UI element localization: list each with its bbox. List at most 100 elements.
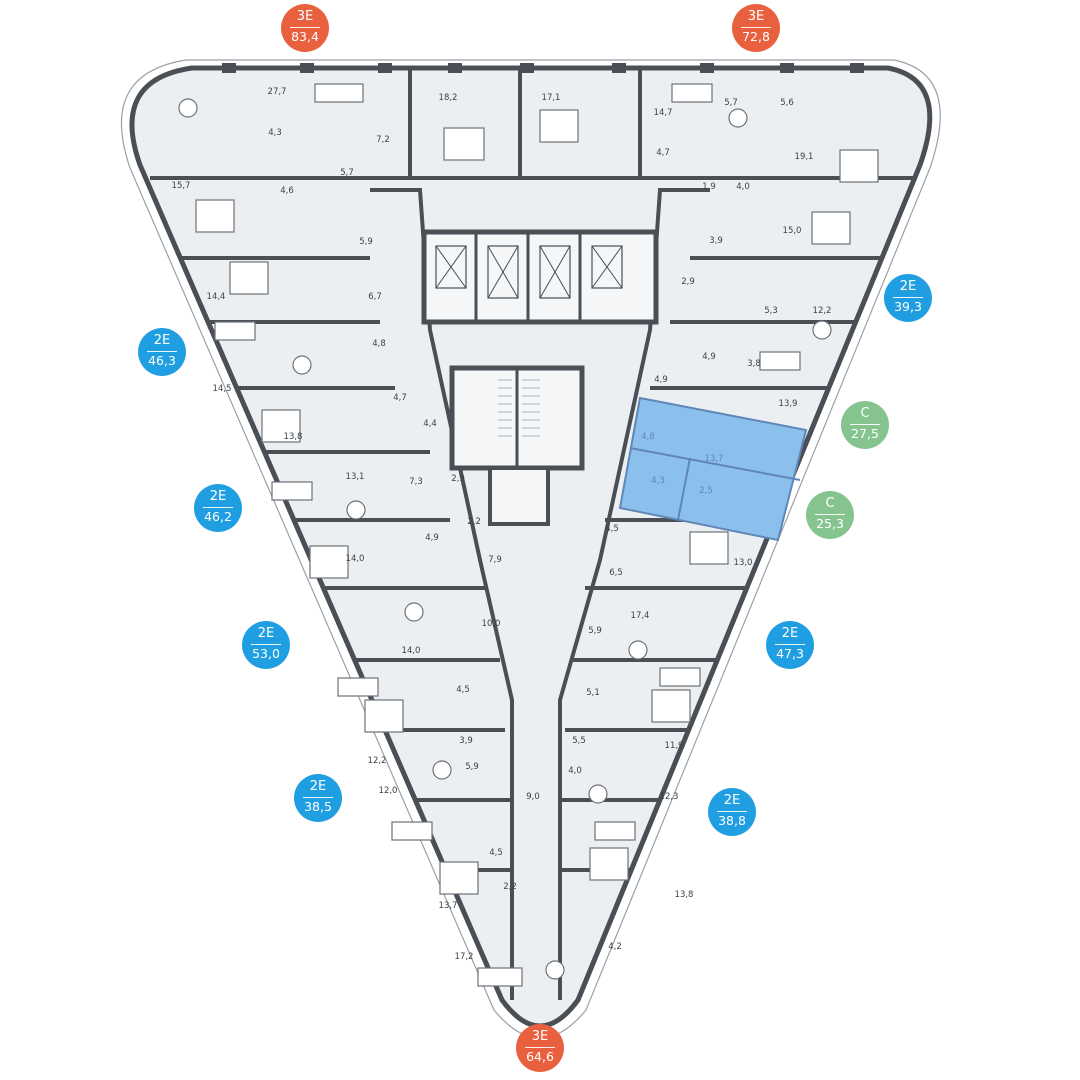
apartment-badge[interactable]: 2E 38,5 [294,774,342,822]
room-area-label: 2,2 [467,517,481,527]
badge-divider [741,27,771,28]
apartment-type: С [860,406,870,421]
apartment-type: 2E [309,779,327,794]
apartment-area: 38,8 [718,813,746,828]
room-area-label: 27,7 [267,87,287,97]
apartment-type: С [825,496,835,511]
room-area-label: 14,5 [212,384,232,394]
room-area-label: 5,9 [465,762,479,772]
room-area-label: 6,7 [368,292,382,302]
room-area-label: 4,9 [654,375,668,385]
furniture [178,83,879,987]
room-area-label: 3,9 [459,736,473,746]
room-area-label: 2,5 [699,486,713,496]
room-area-label: 3,9 [709,236,723,246]
apartment-badge[interactable]: 2E 46,3 [138,328,186,376]
room-area-label: 4,5 [605,524,619,534]
room-area-label: 6,5 [609,568,623,578]
apartment-area: 53,0 [252,646,280,661]
apartment-badge[interactable]: 2E 53,0 [242,621,290,669]
apartment-badge[interactable]: 2E 47,3 [766,621,814,669]
room-area-label: 5,9 [588,626,602,636]
room-area-label: 5,1 [586,688,600,698]
room-area-label: 14,7 [653,108,673,118]
badge-divider [147,351,177,352]
badge-divider [850,424,880,425]
room-area-label: 1,9 [702,182,716,192]
room-area-label: 5,7 [340,168,354,178]
stair-treads [498,379,540,437]
apartment-badge[interactable]: С 25,3 [806,491,854,539]
apartment-badge[interactable]: С 27,5 [841,401,889,449]
room-area-label: 4,7 [656,148,670,158]
room-area-label: 13,9 [778,399,798,409]
room-area-label: 14,0 [345,554,365,564]
selected-unit-wall [677,457,691,521]
selected-unit-highlight[interactable] [618,396,808,542]
room-area-label: 4,4 [423,419,437,429]
room-area-label: 13,8 [283,432,303,442]
room-area-label: 13,1 [345,472,365,482]
room-area-label: 17,1 [541,93,561,103]
apartment-badge[interactable]: 3E 64,6 [516,1024,564,1072]
apartment-area: 38,5 [304,799,332,814]
badge-divider [893,297,923,298]
room-area-label: 14,0 [401,646,421,656]
apartment-type: 2E [153,333,171,348]
room-area-label: 4,0 [736,182,750,192]
room-area-label: 13,7 [704,454,724,464]
room-area-label: 5,3 [764,306,778,316]
room-area-label: 7,3 [409,477,423,487]
apartment-area: 64,6 [526,1049,554,1064]
badge-divider [203,507,233,508]
staircase [449,365,585,526]
room-area-label: 13,7 [438,901,458,911]
room-area-label: 13,0 [733,558,753,568]
apartment-area: 46,3 [148,353,176,368]
room-area-label: 4,3 [268,128,282,138]
room-area-label: 2,9 [681,277,695,287]
badge-divider [290,27,320,28]
room-area-label: 10,0 [481,619,501,629]
badge-divider [815,514,845,515]
apartment-area: 27,5 [851,426,879,441]
room-area-label: 2,2 [503,882,517,892]
badge-divider [775,644,805,645]
apartment-type: 2E [899,279,917,294]
apartment-type: 2E [781,626,799,641]
room-area-label: 11,9 [664,741,684,751]
apartment-area: 25,3 [816,516,844,531]
room-area-label: 12,2 [812,306,832,316]
room-area-label: 12,0 [378,786,398,796]
apartment-area: 72,8 [742,29,770,44]
room-area-label: 9,0 [526,792,540,802]
apartment-type: 3E [296,9,314,24]
room-area-label: 7,2 [376,135,390,145]
room-area-label: 15,7 [171,181,191,191]
room-area-label: 13,8 [674,890,694,900]
apartment-area: 47,3 [776,646,804,661]
room-area-label: 12,2 [367,756,387,766]
badge-divider [303,797,333,798]
room-area-label: 17,4 [630,611,650,621]
apartment-type: 3E [531,1029,549,1044]
room-area-label: 4,2 [608,942,622,952]
room-area-label: 15,0 [782,226,802,236]
apartment-type: 2E [257,626,275,641]
room-area-label: 7,9 [488,555,502,565]
apartment-area: 39,3 [894,299,922,314]
room-area-label: 4,3 [651,476,665,486]
room-area-label: 19,1 [794,152,814,162]
room-area-label: 2,9 [451,474,465,484]
badge-divider [251,644,281,645]
room-area-label: 4,0 [568,766,582,776]
apartment-badge[interactable]: 2E 39,3 [884,274,932,322]
room-area-label: 5,6 [780,98,794,108]
selected-unit-wall [629,447,801,481]
room-area-label: 4,9 [702,352,716,362]
